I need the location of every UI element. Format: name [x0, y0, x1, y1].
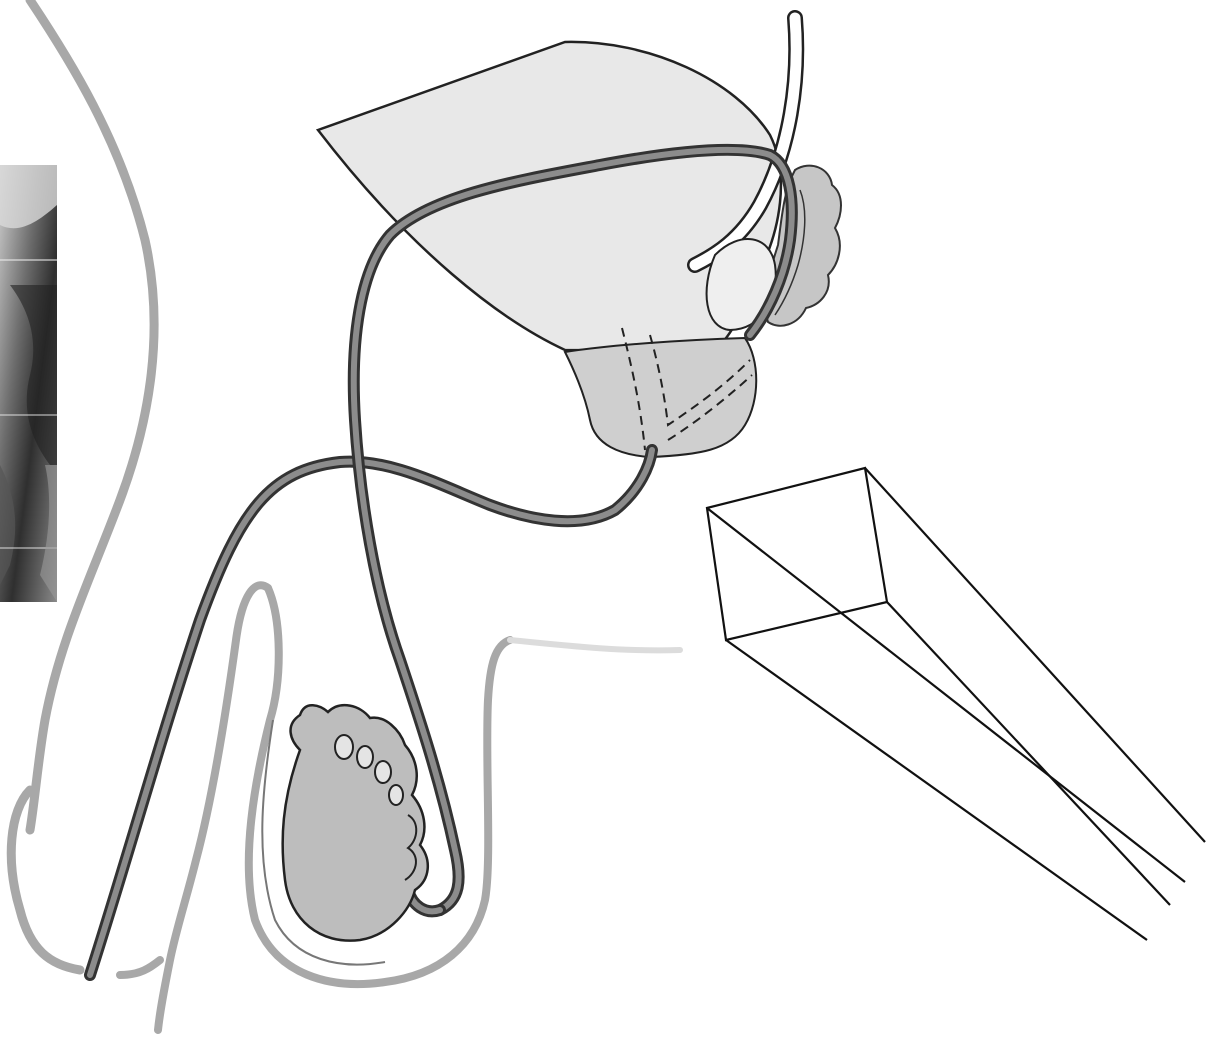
epididymis-lobule-3 [375, 761, 391, 783]
body-outline-thigh [11, 790, 80, 970]
probe-wireframe [707, 468, 1205, 940]
epididymis-lobule-1 [335, 735, 353, 759]
epididymis-lobule-4 [389, 785, 403, 805]
body-outline-penis-lower [120, 960, 160, 975]
probe-beam-4 [726, 640, 1147, 940]
probe-beam-1 [865, 468, 1205, 842]
abdomen-outline [510, 640, 680, 650]
testis [283, 705, 428, 940]
probe-beam-2 [707, 508, 1185, 882]
prostate [565, 338, 756, 457]
probe-face [707, 468, 887, 640]
body-outline-back [30, 0, 154, 830]
epididymis-lobule-2 [357, 746, 373, 768]
